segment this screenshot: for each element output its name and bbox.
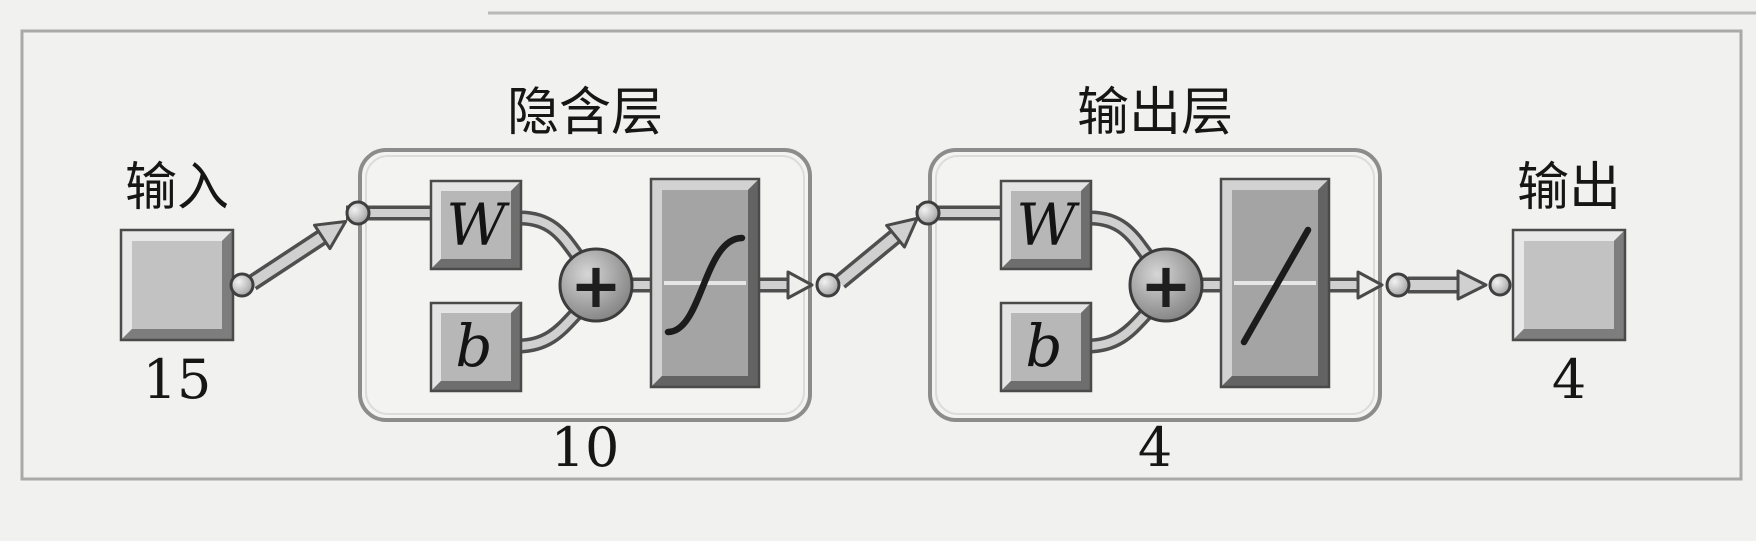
arrow-hidden-to-output [834,216,919,289]
input-dimension: 15 [143,348,212,411]
output-label: 输出 [1517,158,1621,218]
hidden-entry-port-circle [345,200,371,226]
output-sum-circle [1128,247,1204,323]
hidden-sum-circle [558,247,634,323]
input-label: 输入 [125,158,229,218]
panel-frame [20,29,1743,481]
arrow-head-icon [1456,269,1488,301]
output-layer-title: 输出层 [1077,83,1233,143]
arrow-head-icon [885,216,919,249]
output-weight-label: W [1016,191,1080,259]
hidden-layer-title: 隐含层 [507,83,663,143]
hidden-exit-port-circle [815,272,841,298]
plus-icon: + [1140,249,1192,322]
arrow-head-icon [313,220,348,251]
output-exit-port-circle [1385,272,1411,298]
hidden-weight-label: W [446,191,510,259]
hidden-neuron-count: 10 [551,416,620,479]
result-port-circle [1488,273,1512,297]
sigmoid-curve-icon [664,234,746,336]
hidden-bias-label: b [455,312,492,380]
hidden-exit-triangle-icon [786,270,814,300]
plus-icon: + [570,249,622,322]
arrow-input-to-hidden [247,220,348,291]
output-exit-triangle-icon [1356,270,1384,300]
output-dimension: 4 [1552,348,1586,411]
output-block [1510,227,1628,343]
linear-line-icon [1234,226,1316,346]
output-neuron-count: 4 [1138,416,1172,479]
input-port-circle [229,272,255,298]
output-bias-label: b [1025,312,1062,380]
arrow-output-to-result [1408,269,1488,301]
output-entry-port-circle [915,200,941,226]
input-block [118,227,236,343]
